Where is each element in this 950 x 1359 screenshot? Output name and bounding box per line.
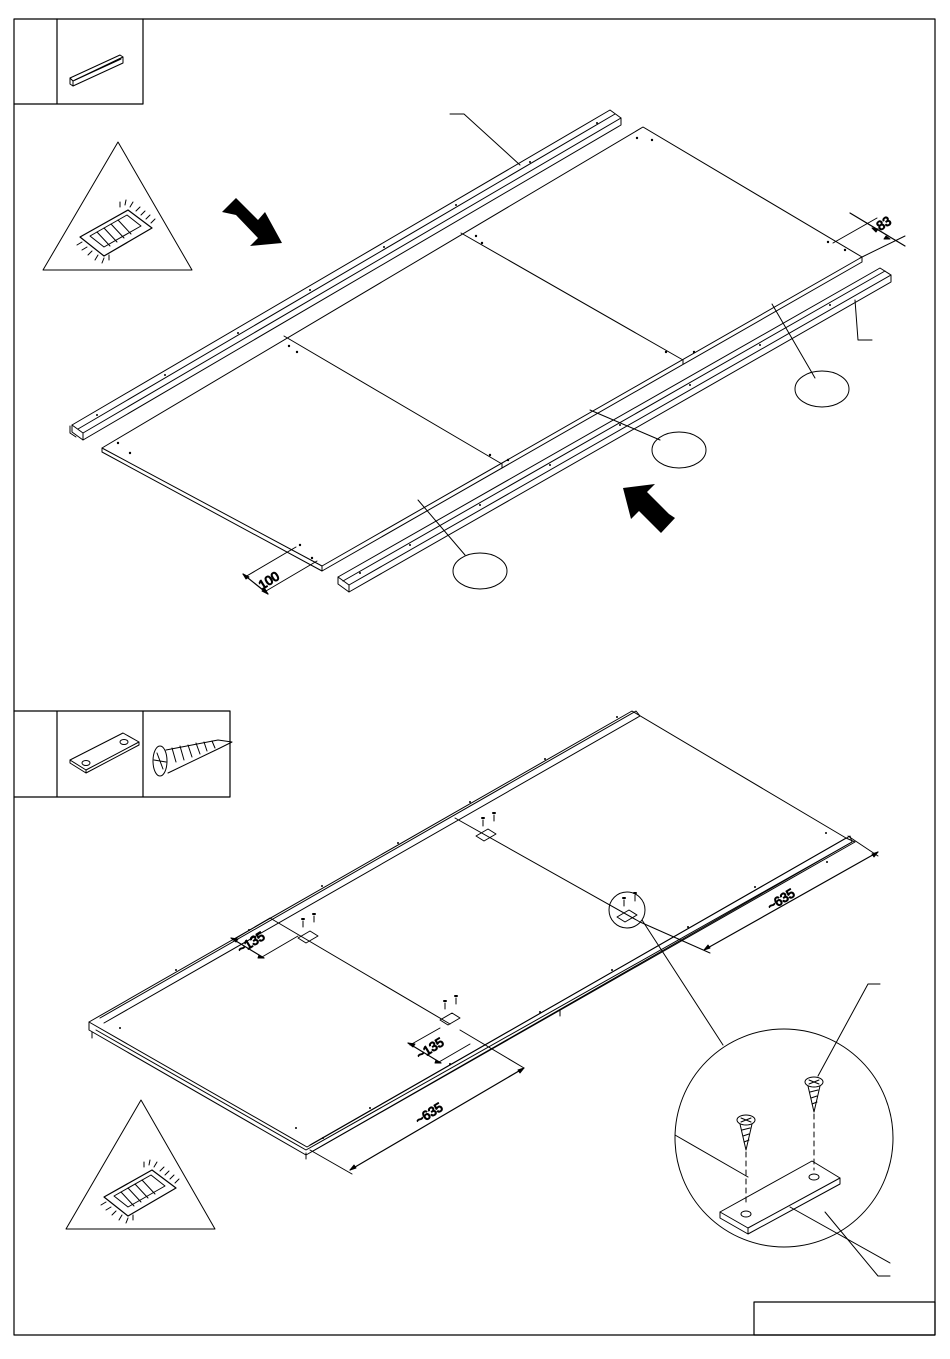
page-label-box [754, 1302, 935, 1335]
wood-screw-icon [153, 740, 232, 776]
callout-ellipse [453, 553, 507, 589]
step-1: 100 83 [14, 19, 905, 594]
step-1-parts-box [14, 19, 143, 104]
step-2-parts-box [14, 711, 232, 797]
insert-arrow-right [623, 484, 675, 533]
carpet-surface-icon [66, 1100, 215, 1229]
dimension-label: 100 [256, 568, 282, 592]
callout-ellipse [795, 371, 849, 407]
step-2: ~135 ~135 ~635 ~635 [14, 711, 893, 1276]
rail-profile-icon [70, 55, 123, 86]
insert-arrow-left [222, 198, 282, 246]
carpet-surface-icon [43, 142, 192, 270]
connector-plate-icon [70, 733, 139, 773]
callout-ellipse [652, 432, 706, 468]
